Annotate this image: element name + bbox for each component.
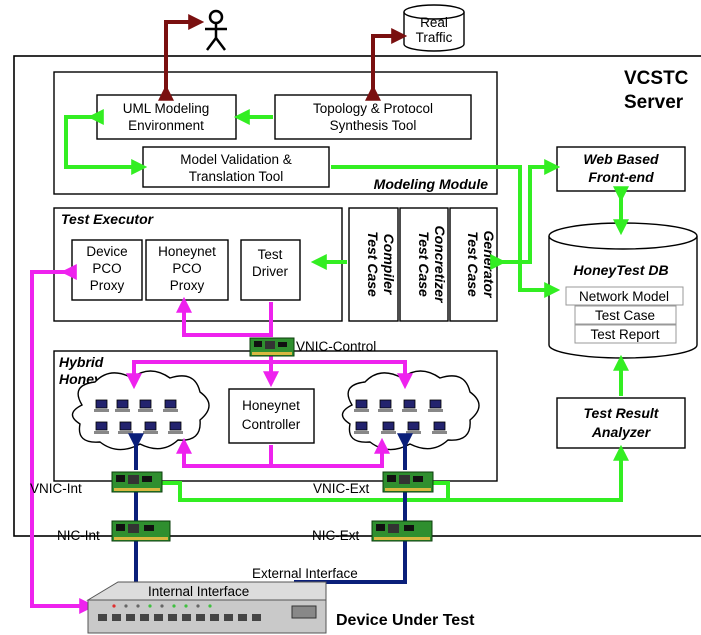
driver-to-honeynet-proxy-link: [176, 296, 273, 337]
nic-int-card-icon: [111, 520, 171, 542]
topo-line1: Topology & Protocol: [313, 101, 433, 116]
db-item-network-model-label: Network Model: [579, 289, 669, 304]
server-title-line1: VCSTC: [624, 68, 689, 89]
device-proxy-to-dut-link: [30, 264, 96, 614]
model-validation-box: [142, 146, 330, 188]
topo-line2: Synthesis Tool: [330, 118, 417, 133]
controller-line1: Honeynet: [242, 398, 300, 413]
device-proxy-line2: PCO: [92, 261, 121, 276]
test-executor-title: Test Executor: [61, 211, 155, 227]
compiler-line2: Compiler: [381, 234, 397, 296]
frontend-line2: Front-end: [588, 169, 654, 185]
frontend-line1: Web Based: [583, 151, 659, 167]
concretizer-line2: Concretizer: [432, 225, 448, 304]
valid-line1: Model Validation &: [180, 152, 292, 167]
honeynet-proxy-line2: PCO: [172, 261, 201, 276]
generator-line2: Generator: [481, 231, 497, 299]
vnic-ext-card-icon: [382, 471, 434, 493]
nic-int-label: NIC-Int: [57, 528, 100, 543]
test-result-analyzer-box: [556, 397, 686, 449]
uml-line2: Environment: [128, 118, 204, 133]
real-traffic-line1: Real: [420, 15, 448, 30]
controller-line2: Controller: [242, 417, 301, 432]
vnic-int-label: VNIC-Int: [30, 481, 82, 496]
honeynet-pco-proxy-box: [145, 239, 229, 301]
test-case-concretizer-box: [399, 207, 449, 322]
control-to-right-cloud-link: [271, 360, 413, 390]
left-cloud-computers: [94, 399, 183, 434]
test-driver-box: [240, 239, 301, 301]
db-item-test-case: [574, 305, 677, 325]
device-under-test-label: Device Under Test: [336, 612, 475, 629]
external-interface-label: External Interface: [252, 566, 358, 581]
honeynet-proxy-line3: Proxy: [170, 278, 205, 293]
real-traffic-cylinder: Real Traffic: [403, 4, 465, 52]
user-icon: [205, 9, 227, 51]
nic-ext-label: NIC-Ext: [312, 528, 359, 543]
device-proxy-line1: Device: [86, 244, 127, 259]
db-item-test-report: [574, 324, 677, 344]
db-item-test-case-label: Test Case: [595, 308, 655, 323]
db-item-network-model: [565, 286, 684, 306]
nic-ext-card-icon: [371, 520, 433, 542]
device-proxy-line3: Proxy: [90, 278, 125, 293]
real-traffic-line2: Traffic: [416, 30, 453, 45]
compiler-line1: Test Case: [365, 231, 381, 297]
controller-to-right-cloud-link: [271, 437, 390, 468]
control-to-left-cloud-link: [126, 360, 271, 390]
honeynet-title-line1: Hybrid: [59, 354, 104, 370]
db-item-test-report-label: Test Report: [590, 327, 659, 342]
driver-line2: Driver: [252, 264, 289, 279]
generator-line1: Test Case: [465, 231, 481, 297]
vnic-int-card-icon: [111, 471, 163, 493]
vnic-ext-label: VNIC-Ext: [313, 481, 370, 496]
user-link: [158, 14, 205, 101]
honeynet-controller-box: [228, 388, 315, 444]
right-cloud-computers: [354, 399, 447, 434]
analyzer-line1: Test Result: [584, 405, 660, 421]
vnic-to-analyzer-link: [148, 444, 629, 502]
server-title-line2: Server: [624, 92, 684, 113]
generator-frontend-link: [490, 159, 561, 270]
vnic-control-label: VNIC-Control: [296, 339, 376, 354]
concretizer-line1: Test Case: [416, 231, 432, 297]
db-title: HoneyTest DB: [573, 262, 668, 278]
internal-interface-label: Internal Interface: [148, 584, 249, 599]
modeling-module-title: Modeling Module: [374, 176, 489, 192]
controller-to-left-cloud-link: [176, 437, 273, 468]
vnic-ext-green-link: [432, 481, 450, 500]
valid-line2: Translation Tool: [189, 169, 284, 184]
test-case-compiler-box: [348, 207, 399, 322]
driver-line1: Test: [258, 247, 283, 262]
analyzer-line2: Analyzer: [591, 424, 652, 440]
traffic-link: [365, 28, 408, 101]
honeynet-proxy-line1: Honeynet: [158, 244, 216, 259]
uml-validation-link: [64, 109, 148, 175]
device-under-test-switch-icon: [86, 581, 327, 634]
uml-line1: UML Modeling: [123, 101, 210, 116]
vnic-control-card-icon: [249, 337, 295, 357]
